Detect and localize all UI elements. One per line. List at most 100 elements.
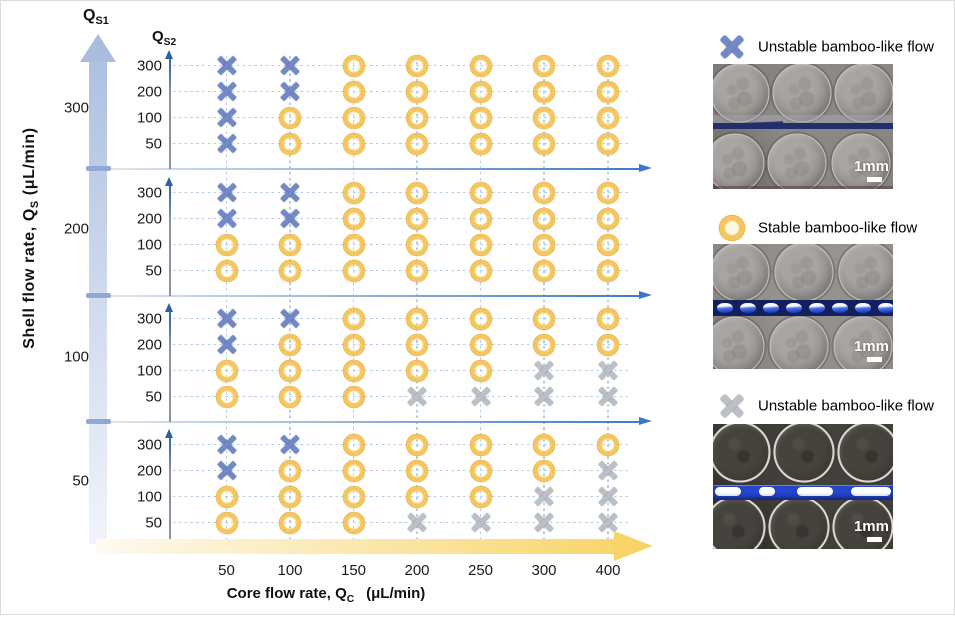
marker-stable-flow [597, 133, 619, 154]
marker-stable-flow [470, 434, 491, 455]
marker-stable-flow [406, 308, 428, 329]
marker-stable-flow [343, 55, 364, 76]
marker-stable-flow [279, 360, 301, 381]
marker-stable-flow [533, 460, 555, 481]
marker-unstable-flow-gray [470, 386, 492, 408]
scale-bar [867, 537, 882, 542]
channel-fluid-line [713, 123, 893, 129]
group-y-axis-line [169, 312, 171, 422]
marker-stable-flow [470, 486, 491, 507]
marker-stable-flow [343, 434, 364, 455]
y-axis-title: Shell flow rate, QS (μL/min) [20, 127, 42, 349]
qs2-tick-label: 50 [145, 135, 162, 152]
marker-unstable-flow-blue [279, 81, 301, 103]
legend-label-stable: Stable bamboo-like flow [758, 219, 918, 237]
photo-unstable-bamboo-flow-2: 1mm [713, 424, 893, 549]
qs2-tick-label: 50 [145, 388, 162, 405]
marker-unstable-flow-blue [279, 55, 301, 77]
marker-stable-flow [406, 334, 428, 355]
marker-stable-flow [406, 107, 428, 128]
marker-stable-flow [343, 81, 364, 102]
legend-unstable-blue-x-icon [719, 34, 746, 61]
grid-column-line [289, 56, 291, 542]
marker-stable-flow [343, 334, 364, 355]
marker-stable-flow [470, 81, 491, 102]
marker-stable-flow [533, 208, 555, 229]
grid-column-line [225, 56, 228, 542]
marker-unstable-flow-blue [216, 208, 238, 230]
marker-unstable-flow-blue [216, 55, 238, 77]
grid-row-line [173, 495, 629, 498]
marker-stable-flow [216, 512, 237, 533]
marker-stable-flow [406, 81, 428, 102]
marker-stable-flow [470, 460, 491, 481]
marker-stable-flow [343, 208, 364, 229]
marker-stable-flow [406, 234, 428, 255]
marker-unstable-flow-blue [216, 182, 238, 204]
marker-unstable-flow-blue [216, 434, 238, 456]
marker-stable-flow [533, 260, 555, 281]
group-x-axis-line [98, 420, 639, 424]
marker-stable-flow [279, 512, 301, 533]
marker-stable-flow [597, 81, 619, 102]
marker-stable-flow [216, 486, 237, 507]
grid-row-line [173, 317, 629, 320]
qs2-tick-label: 300 [136, 184, 162, 201]
qs1-axis-label: QS1 [83, 7, 109, 28]
marker-stable-flow [216, 260, 237, 281]
group-y-axis-arrow-head [164, 50, 173, 59]
qs2-tick-label: 200 [136, 83, 162, 100]
marker-stable-flow [279, 107, 301, 128]
marker-unstable-flow-gray [533, 386, 555, 408]
marker-stable-flow [343, 260, 364, 281]
qs1-tick-label: 50 [72, 472, 89, 490]
qs2-tick-label: 100 [136, 362, 162, 379]
grid-column-line [607, 56, 609, 542]
micropillar [713, 424, 771, 483]
marker-stable-flow [470, 55, 491, 76]
channel-fluid-band [713, 485, 893, 500]
marker-stable-flow [216, 360, 237, 381]
marker-unstable-flow-gray [597, 460, 619, 482]
elongated-bubble [759, 487, 775, 496]
marker-unstable-flow-gray [406, 386, 428, 408]
grid-row-line [173, 395, 629, 398]
marker-stable-flow [343, 133, 364, 154]
scale-label: 1mm [853, 158, 889, 175]
group-y-axis-arrow-head [164, 429, 173, 438]
marker-unstable-flow-gray [597, 360, 619, 382]
qs1-tick-label: 300 [63, 99, 89, 117]
marker-stable-flow [470, 133, 491, 154]
grid-row-line [173, 443, 629, 446]
grid-column-line [352, 56, 355, 542]
group-y-axis-arrow-head [164, 177, 173, 186]
qs1-axis-divider [86, 419, 111, 424]
qs2-tick-label: 200 [136, 210, 162, 227]
qs1-tick-label: 200 [63, 220, 89, 238]
micropillar [773, 424, 835, 483]
scale-bar [867, 177, 882, 182]
group-x-axis-arrow-head [639, 417, 652, 426]
marker-unstable-flow-blue [279, 308, 301, 330]
qs2-tick-label: 300 [136, 436, 162, 453]
marker-unstable-flow-blue [216, 107, 238, 129]
marker-unstable-flow-blue [216, 334, 238, 356]
qs2-tick-label: 50 [145, 262, 162, 279]
marker-stable-flow [279, 386, 301, 407]
marker-stable-flow [597, 334, 619, 355]
micropillar [837, 424, 893, 483]
marker-stable-flow [470, 260, 491, 281]
marker-stable-flow [533, 308, 555, 329]
x-tick-label: 100 [277, 562, 303, 579]
grid-column-line [479, 56, 482, 542]
marker-stable-flow [533, 133, 555, 154]
marker-stable-flow [406, 260, 428, 281]
grid-row-line [173, 521, 629, 524]
group-y-axis-line [169, 186, 171, 296]
marker-unstable-flow-gray [406, 512, 428, 534]
micropillar [767, 133, 827, 189]
x-tick-label: 150 [340, 562, 367, 579]
micropillar [713, 133, 765, 189]
qs2-tick-label: 100 [136, 236, 162, 253]
marker-unstable-flow-blue [216, 460, 238, 482]
